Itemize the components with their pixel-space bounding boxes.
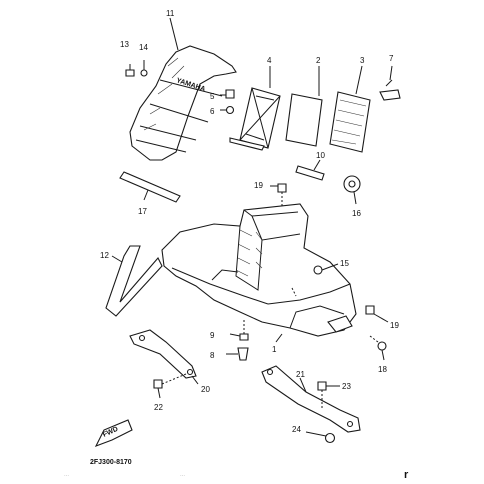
callout-19-upper: 19: [254, 181, 263, 190]
bolt-part-23: [317, 381, 340, 408]
faint-footer-right: ...: [180, 472, 185, 478]
bolt-part-19-upper: [270, 183, 287, 206]
bolt-part-9: [229, 320, 249, 341]
callout-8: 8: [210, 351, 215, 360]
callout-24: 24: [292, 425, 301, 434]
nut-part-24: [305, 431, 336, 444]
pad-part-2: [285, 66, 323, 147]
callout-23: 23: [342, 382, 351, 391]
callout-11: 11: [166, 9, 175, 18]
callout-19-right: 19: [390, 321, 399, 330]
callout-15: 15: [340, 259, 349, 268]
callout-5: 5: [210, 92, 215, 101]
bracket-part-4: [229, 66, 281, 151]
callout-22: 22: [154, 403, 163, 412]
callout-3: 3: [360, 56, 365, 65]
stay-part-21: [261, 365, 361, 433]
reflector-part-3: [329, 65, 371, 153]
callout-2: 2: [316, 56, 321, 65]
grommet-part-16: [343, 175, 361, 205]
callout-16: 16: [352, 209, 361, 218]
callout-1: 1: [272, 345, 277, 354]
callout-13: 13: [120, 40, 129, 49]
nut-part-6: [220, 105, 235, 115]
bolt-part-19-right: [365, 305, 389, 323]
bolt-part-22: [153, 373, 187, 399]
corner-mark: r: [404, 469, 409, 481]
nut-part-18: [369, 335, 387, 361]
callout-9: 9: [210, 331, 215, 340]
callout-17: 17: [138, 207, 147, 216]
front-fender-part-1: [161, 203, 357, 343]
front-cover-part: YAMAHA: [129, 45, 237, 161]
forward-arrow-icon: FWD: [94, 419, 133, 448]
bolt-part-5: [220, 89, 235, 99]
flap-part-12: [105, 245, 163, 317]
faint-footer-left: ...: [64, 472, 69, 478]
callout-10: 10: [316, 151, 325, 160]
callout-20: 20: [201, 385, 210, 394]
callout-14: 14: [139, 43, 148, 52]
strip-part-17: [119, 171, 181, 203]
callout-6: 6: [210, 107, 215, 116]
callout-7: 7: [389, 54, 394, 63]
callout-4: 4: [267, 56, 272, 65]
washer-part-14: [140, 60, 148, 77]
diagram-code: 2FJ300-8170: [90, 459, 132, 466]
callout-12: 12: [100, 251, 109, 260]
nut-part-15: [313, 263, 339, 275]
clip-part-7: [379, 65, 401, 101]
stay-part-20: [129, 329, 199, 385]
screw-part-13: [125, 64, 135, 77]
callout-18: 18: [378, 365, 387, 374]
strip-part-10: [295, 159, 325, 181]
callout-21: 21: [296, 370, 305, 379]
grommet-part-8: [226, 347, 249, 361]
